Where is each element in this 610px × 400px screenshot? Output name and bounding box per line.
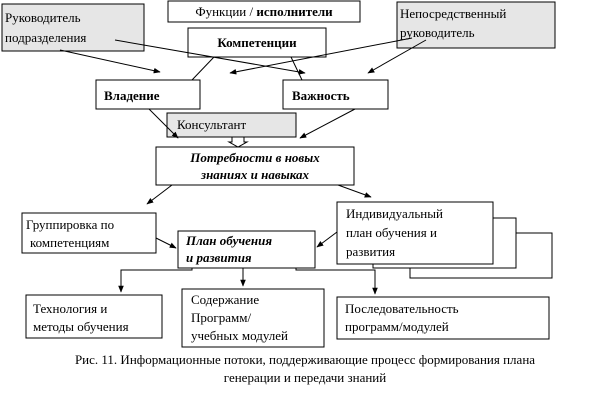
svg-text:подразделения: подразделения bbox=[5, 30, 86, 45]
svg-text:Непосредственный: Непосредственный bbox=[400, 6, 506, 21]
technology-box: Технология и методы обучения bbox=[25, 294, 163, 339]
competencies-box: Компетенции bbox=[187, 27, 327, 58]
line-competencies-to-possession bbox=[191, 56, 215, 81]
svg-text:Индивидуальный: Индивидуальный bbox=[346, 206, 443, 221]
functions-box: Функции / исполнители bbox=[167, 0, 361, 23]
svg-text:и развития: и развития bbox=[186, 250, 252, 265]
svg-text:Группировка по: Группировка по bbox=[26, 217, 114, 232]
arrow-grouping-to-plan bbox=[155, 237, 177, 249]
svg-text:программ/модулей: программ/модулей bbox=[345, 319, 449, 334]
line-competencies-to-importance bbox=[290, 56, 303, 81]
svg-text:Программ/: Программ/ bbox=[191, 310, 251, 325]
arrow-manager-to-importance bbox=[367, 39, 427, 74]
arrow-manager-to-possession bbox=[229, 37, 413, 75]
svg-text:учебных модулей: учебных модулей bbox=[191, 328, 288, 343]
head-of-unit-box: Руководитель подразделения bbox=[1, 3, 145, 52]
arrow-individual-to-plan bbox=[316, 231, 338, 248]
arrow-head-to-importance bbox=[114, 39, 306, 75]
grouping-box: Группировка по компетенциям bbox=[21, 212, 157, 254]
svg-text:План обучения: План обучения bbox=[185, 233, 272, 248]
direct-manager-box: Непосредственный руководитель bbox=[396, 1, 556, 49]
arrow-plan-to-sequence bbox=[295, 268, 378, 295]
content-box: Содержание Программ/ учебных модулей bbox=[181, 288, 325, 348]
individual-plan-stack: Индивидуальный план обучения и развития bbox=[336, 201, 553, 279]
svg-text:Содержание: Содержание bbox=[191, 292, 259, 307]
svg-text:генерации и передачи знаний: генерации и передачи знаний bbox=[224, 370, 386, 385]
arrow-head-to-possession bbox=[59, 49, 161, 74]
hollow-arrow-consultant bbox=[227, 136, 249, 148]
arrow-possession-to-needs bbox=[148, 108, 179, 139]
connectors bbox=[59, 37, 427, 295]
possession-box: Владение bbox=[95, 79, 201, 110]
svg-text:Функции / исполнители: Функции / исполнители bbox=[195, 4, 333, 19]
consultant-box: Консультант bbox=[166, 112, 297, 138]
sequence-box: Последовательность программ/модулей bbox=[336, 296, 550, 340]
arrow-importance-to-needs bbox=[299, 108, 356, 139]
svg-text:Компетенции: Компетенции bbox=[217, 35, 297, 50]
figure-caption: Рис. 11. Информационные потоки, поддержи… bbox=[75, 352, 535, 385]
svg-text:развития: развития bbox=[346, 244, 395, 259]
svg-text:Рис. 11. Информационные потоки: Рис. 11. Информационные потоки, поддержи… bbox=[75, 352, 535, 367]
svg-text:Важность: Важность bbox=[292, 88, 350, 103]
svg-text:методы обучения: методы обучения bbox=[33, 319, 129, 334]
svg-text:компетенциям: компетенциям bbox=[30, 235, 109, 250]
svg-text:Консультант: Консультант bbox=[177, 117, 246, 132]
needs-box: Потребности в новых знаниях и навыках bbox=[155, 146, 355, 186]
svg-text:Последовательность: Последовательность bbox=[345, 301, 459, 316]
plan-box: План обучения и развития bbox=[177, 230, 316, 269]
svg-text:знаниях и навыках: знаниях и навыках bbox=[200, 167, 309, 182]
svg-text:Руководитель: Руководитель bbox=[5, 10, 81, 25]
svg-text:Технология и: Технология и bbox=[33, 301, 107, 316]
arrow-plan-to-technology bbox=[118, 268, 193, 293]
svg-text:руководитель: руководитель bbox=[400, 25, 475, 40]
svg-text:план обучения и: план обучения и bbox=[346, 225, 437, 240]
importance-box: Важность bbox=[282, 79, 389, 110]
svg-text:Владение: Владение bbox=[104, 88, 160, 103]
arrow-needs-to-grouping bbox=[146, 184, 173, 205]
arrow-needs-to-individual bbox=[337, 184, 372, 198]
svg-text:Потребности в новых: Потребности в новых bbox=[189, 150, 320, 165]
